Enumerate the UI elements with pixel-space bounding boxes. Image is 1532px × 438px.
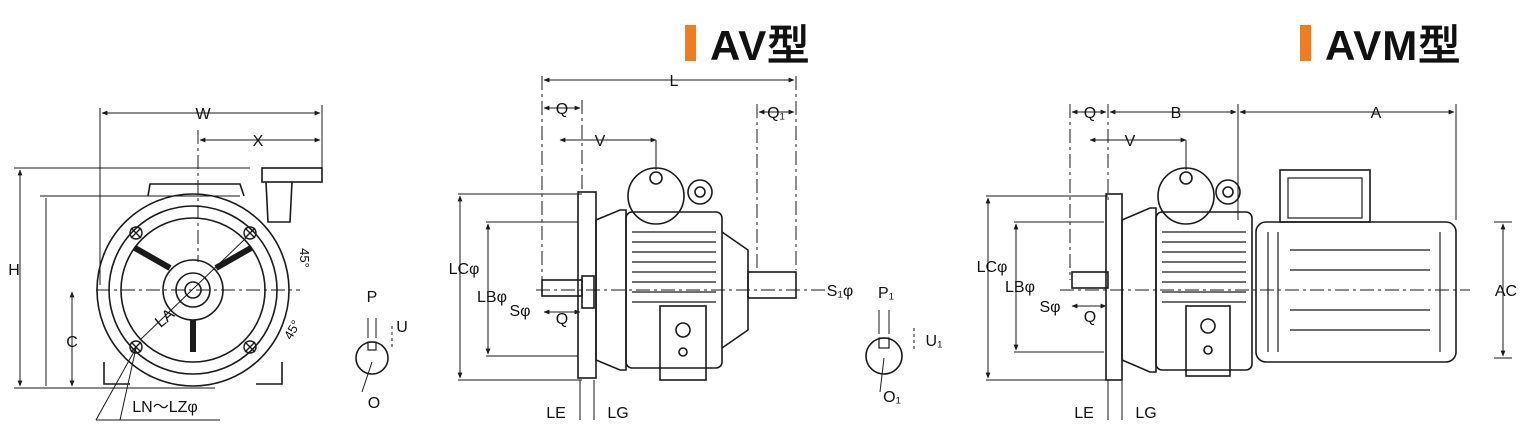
dim-C: C: [66, 334, 78, 351]
dim-S: Sφ: [509, 303, 530, 320]
shaft-key-detail: P U O: [355, 289, 408, 412]
dim-X: X: [253, 133, 264, 150]
dim-Q1: Q₁: [767, 105, 785, 122]
avm-dim-LC: LCφ: [977, 259, 1008, 276]
dim-W: W: [195, 106, 211, 123]
avm-dim-Q-lower: Q: [1084, 309, 1096, 326]
output-shaft-key-detail: P₁ U₁ O₁: [865, 285, 943, 406]
dim-L: L: [670, 73, 679, 90]
avm-title: AVM型: [1300, 12, 1461, 73]
dim-U: U: [396, 319, 408, 336]
dim-H: H: [8, 262, 20, 279]
avm-dim-B: B: [1171, 105, 1182, 122]
av-title-text: AV型: [710, 22, 811, 69]
avm-title-text: AVM型: [1325, 22, 1462, 69]
avm-dim-Q: Q: [1084, 105, 1096, 122]
dim-P1: P₁: [878, 285, 894, 302]
dim-S1: S₁φ: [827, 283, 853, 300]
avm-dim-LB: LBφ: [1005, 279, 1035, 296]
title-marker: [1300, 24, 1311, 61]
title-marker: [685, 24, 696, 61]
avm-dim-S: Sφ: [1039, 299, 1060, 316]
dim-LE: LE: [546, 405, 566, 422]
avm-side-view: Q B A V LCφ LBφ Sφ Q: [977, 104, 1517, 422]
front-view: W X H C: [8, 105, 323, 421]
avm-dim-V: V: [1125, 133, 1136, 150]
dim-LB: LBφ: [477, 289, 507, 306]
dim-Q: Q: [556, 101, 568, 118]
av-title: AV型: [685, 12, 810, 73]
dim-U1: U₁: [926, 333, 943, 350]
av-side-view: L Q Q₁ V LCφ LBφ Sφ: [449, 73, 854, 422]
avm-dim-LE: LE: [1074, 405, 1094, 422]
avm-dim-LG: LG: [1135, 405, 1156, 422]
avm-dim-A: A: [1371, 105, 1382, 122]
dim-V: V: [595, 133, 606, 150]
avm-dim-AC: AC: [1495, 283, 1517, 300]
angle-45-top: 45°: [297, 248, 312, 268]
dim-O1: O₁: [883, 389, 901, 406]
label-LA: LA: [152, 306, 178, 332]
dim-P: P: [367, 289, 378, 306]
dim-LG: LG: [607, 405, 628, 422]
dim-O: O: [368, 395, 380, 412]
dim-LC: LCφ: [449, 261, 480, 278]
dim-Q-lower: Q: [556, 311, 568, 328]
label-LN-LZ: LN～LZφ: [132, 399, 198, 416]
